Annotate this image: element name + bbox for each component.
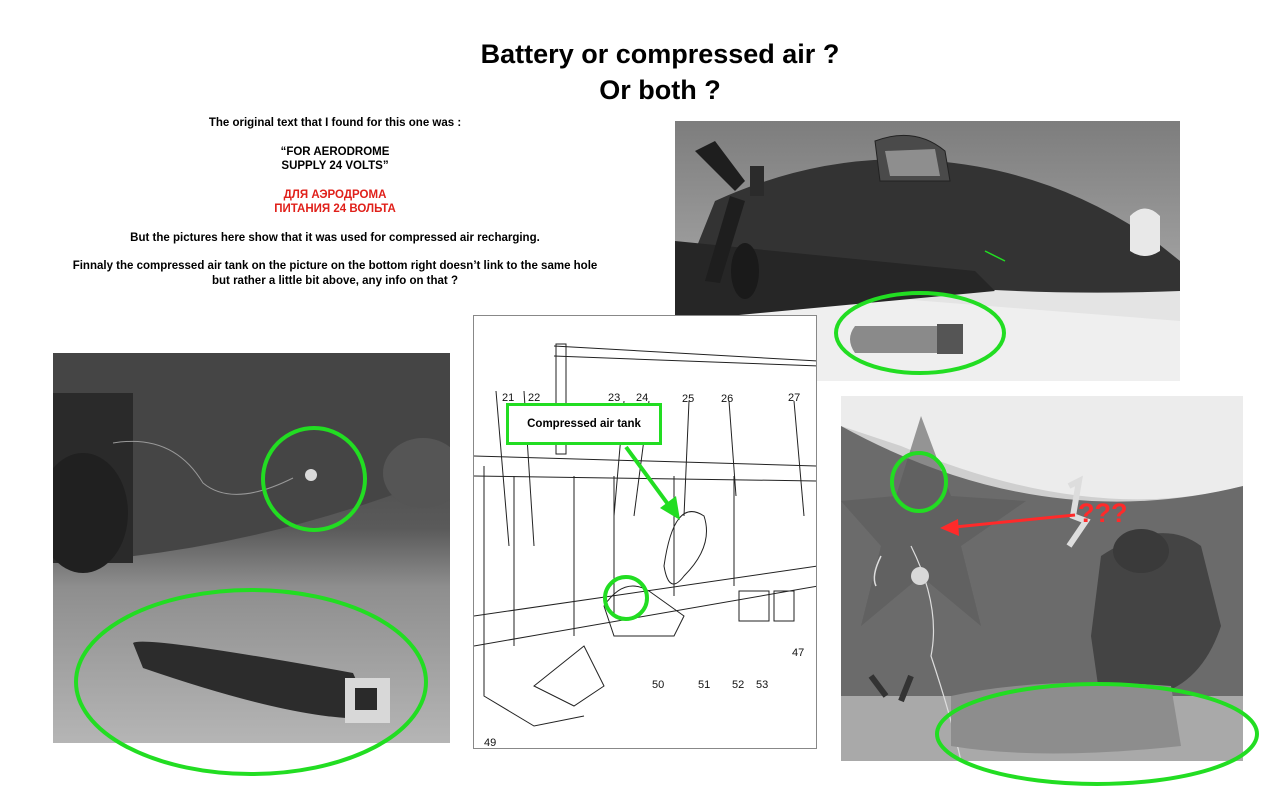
left-detail-photo-image	[53, 353, 450, 743]
diagram-number-47: 47	[792, 647, 804, 659]
quote-en-line-1: “FOR AERODROME	[280, 145, 390, 158]
right-detail-photo	[841, 396, 1243, 761]
diagram-number-51: 51	[698, 679, 710, 691]
aircraft-photo-image	[675, 121, 1180, 381]
diagram-number-26: 26	[721, 393, 733, 405]
paragraph-question-line-1: Finnaly the compressed air tank on the p…	[72, 260, 598, 272]
quote-ru-line-1: ДЛЯ АЭРОДРОМА	[283, 188, 387, 201]
diagram-number-50: 50	[652, 679, 664, 691]
aircraft-photo	[675, 121, 1180, 381]
page-subtitle: Or both ?	[599, 75, 721, 105]
compressed-air-tank-callout: Compressed air tank	[506, 403, 662, 445]
technical-diagram: 21 22 23 24 25 26 27 47 49 50 51 52 53	[473, 315, 817, 749]
left-detail-photo	[53, 353, 450, 743]
diagram-number-23: 23	[608, 392, 620, 404]
diagram-highlight-circle	[603, 575, 649, 621]
intro-text: The original text that I found for this …	[208, 117, 462, 129]
diagram-number-25: 25	[682, 393, 694, 405]
paragraph-question-line-2: but rather a little bit above, any info …	[212, 274, 458, 287]
description-text: The original text that I found for this …	[40, 116, 630, 302]
diagram-number-21: 21	[502, 392, 514, 404]
quote-russian: ДЛЯ АЭРОДРОМА ПИТАНИЯ 24 ВОЛЬТА	[40, 188, 630, 217]
diagram-number-53: 53	[756, 679, 768, 691]
diagram-number-52: 52	[732, 679, 744, 691]
diagram-number-49: 49	[484, 737, 496, 749]
quote-en-line-2: SUPPLY 24 VOLTS”	[281, 160, 389, 172]
diagram-number-22: 22	[528, 392, 540, 404]
page-title: Battery or compressed air ?	[480, 39, 840, 69]
technical-diagram-drawing: 21 22 23 24 25 26 27 47 49 50 51 52 53	[474, 343, 816, 749]
diagram-number-27: 27	[788, 392, 800, 404]
quote-ru-line-2: ПИТАНИЯ 24 ВОЛЬТА	[274, 203, 396, 215]
question-marks-label: ???	[1078, 498, 1128, 528]
paragraph-question: Finnaly the compressed air tank on the p…	[40, 259, 630, 288]
quote-english: “FOR AERODROME SUPPLY 24 VOLTS”	[40, 145, 630, 174]
right-detail-photo-image	[841, 396, 1243, 761]
diagram-number-24: 24	[636, 392, 648, 404]
paragraph-compressed-air: But the pictures here show that it was u…	[130, 231, 540, 244]
